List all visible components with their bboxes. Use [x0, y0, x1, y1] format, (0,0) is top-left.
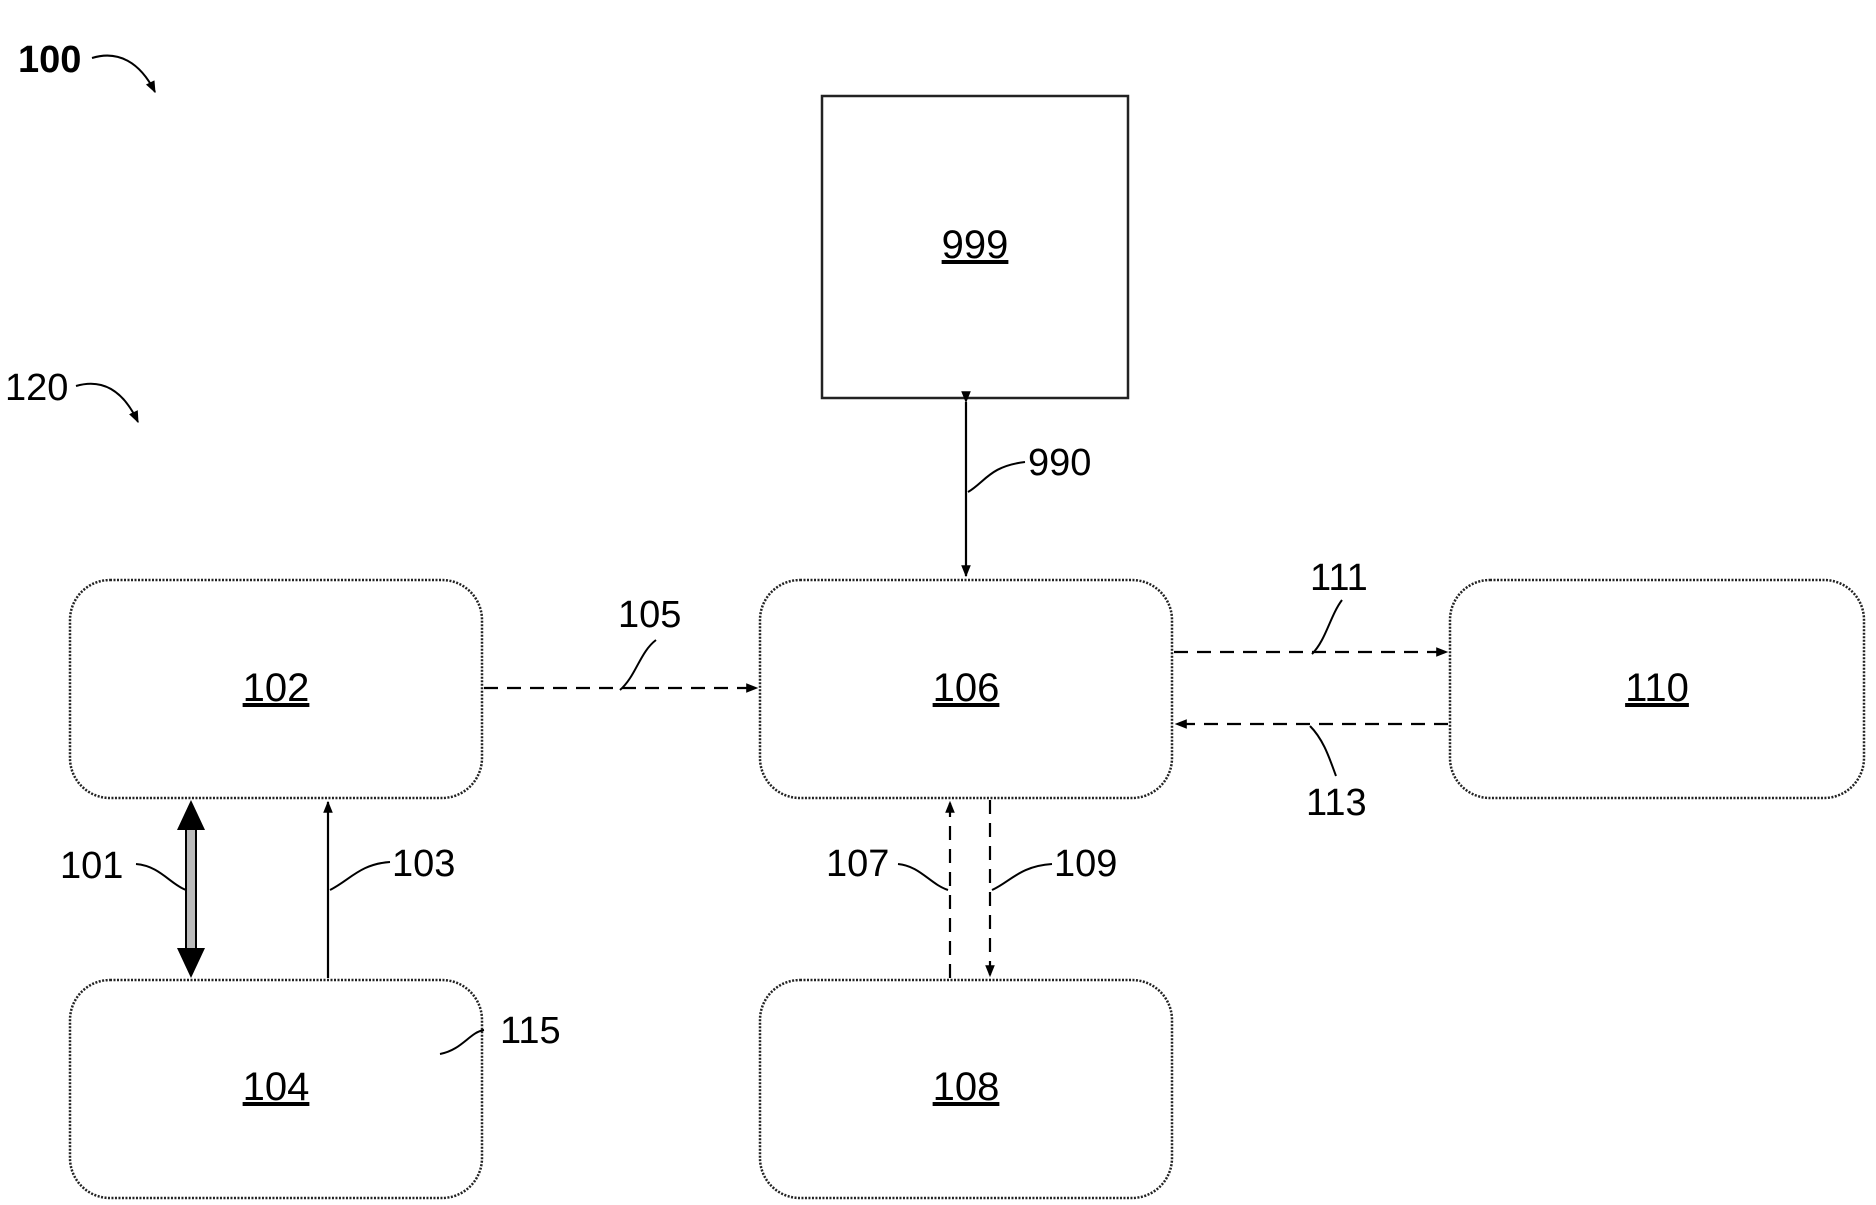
connection-113-leader — [1310, 726, 1336, 776]
connection-103: 103 — [328, 802, 455, 978]
block-108-label: 108 — [933, 1065, 1000, 1109]
connection-103-leader — [330, 862, 390, 890]
figure-number: 100 — [18, 39, 81, 81]
connection-107: 107 — [826, 802, 950, 978]
block-108: 108 — [760, 980, 1172, 1198]
connection-113-label: 113 — [1306, 782, 1367, 824]
connection-101-head-down — [177, 948, 205, 978]
connection-105-leader — [620, 640, 656, 690]
connection-109: 109 — [990, 800, 1117, 976]
connection-107-label: 107 — [826, 843, 889, 885]
block-102-label: 102 — [243, 666, 310, 710]
connection-107-leader — [898, 864, 948, 890]
block-104: 104 — [70, 980, 482, 1198]
connection-111-label: 111 — [1310, 557, 1368, 599]
connection-990-label: 990 — [1028, 442, 1091, 484]
connection-113: 113 — [1176, 724, 1448, 824]
connection-109-label: 109 — [1054, 843, 1117, 885]
connection-101-leader — [136, 864, 186, 890]
connection-109-leader — [992, 864, 1052, 890]
connection-105: 105 — [484, 594, 757, 690]
block-110-label: 110 — [1625, 666, 1689, 710]
block-999: 999 — [822, 96, 1128, 398]
connection-101-head-up — [177, 800, 205, 830]
block-999-label: 999 — [942, 223, 1009, 267]
block-110: 110 — [1450, 580, 1864, 798]
connection-111: 111 — [1174, 557, 1447, 654]
connection-103-label: 103 — [392, 843, 455, 885]
block-102: 102 — [70, 580, 482, 798]
connection-990-leader — [968, 462, 1025, 492]
connection-111-leader — [1312, 600, 1342, 654]
connection-101-shaft — [186, 824, 196, 954]
connection-101-label: 101 — [60, 845, 123, 887]
reference-115-label: 115 — [500, 1010, 561, 1052]
group-number: 120 — [5, 367, 68, 409]
block-104-label: 104 — [243, 1065, 310, 1109]
block-106-label: 106 — [933, 666, 1000, 710]
block-106: 106 — [760, 580, 1172, 798]
group-pointer-arrow — [76, 384, 138, 422]
figure-pointer-arrow — [92, 56, 155, 92]
connection-105-label: 105 — [618, 594, 681, 636]
connection-990: 990 — [966, 402, 1091, 576]
connection-101: 101 — [60, 800, 205, 978]
group-label-120: 120 — [5, 367, 138, 422]
figure-label-100: 100 — [18, 39, 155, 92]
